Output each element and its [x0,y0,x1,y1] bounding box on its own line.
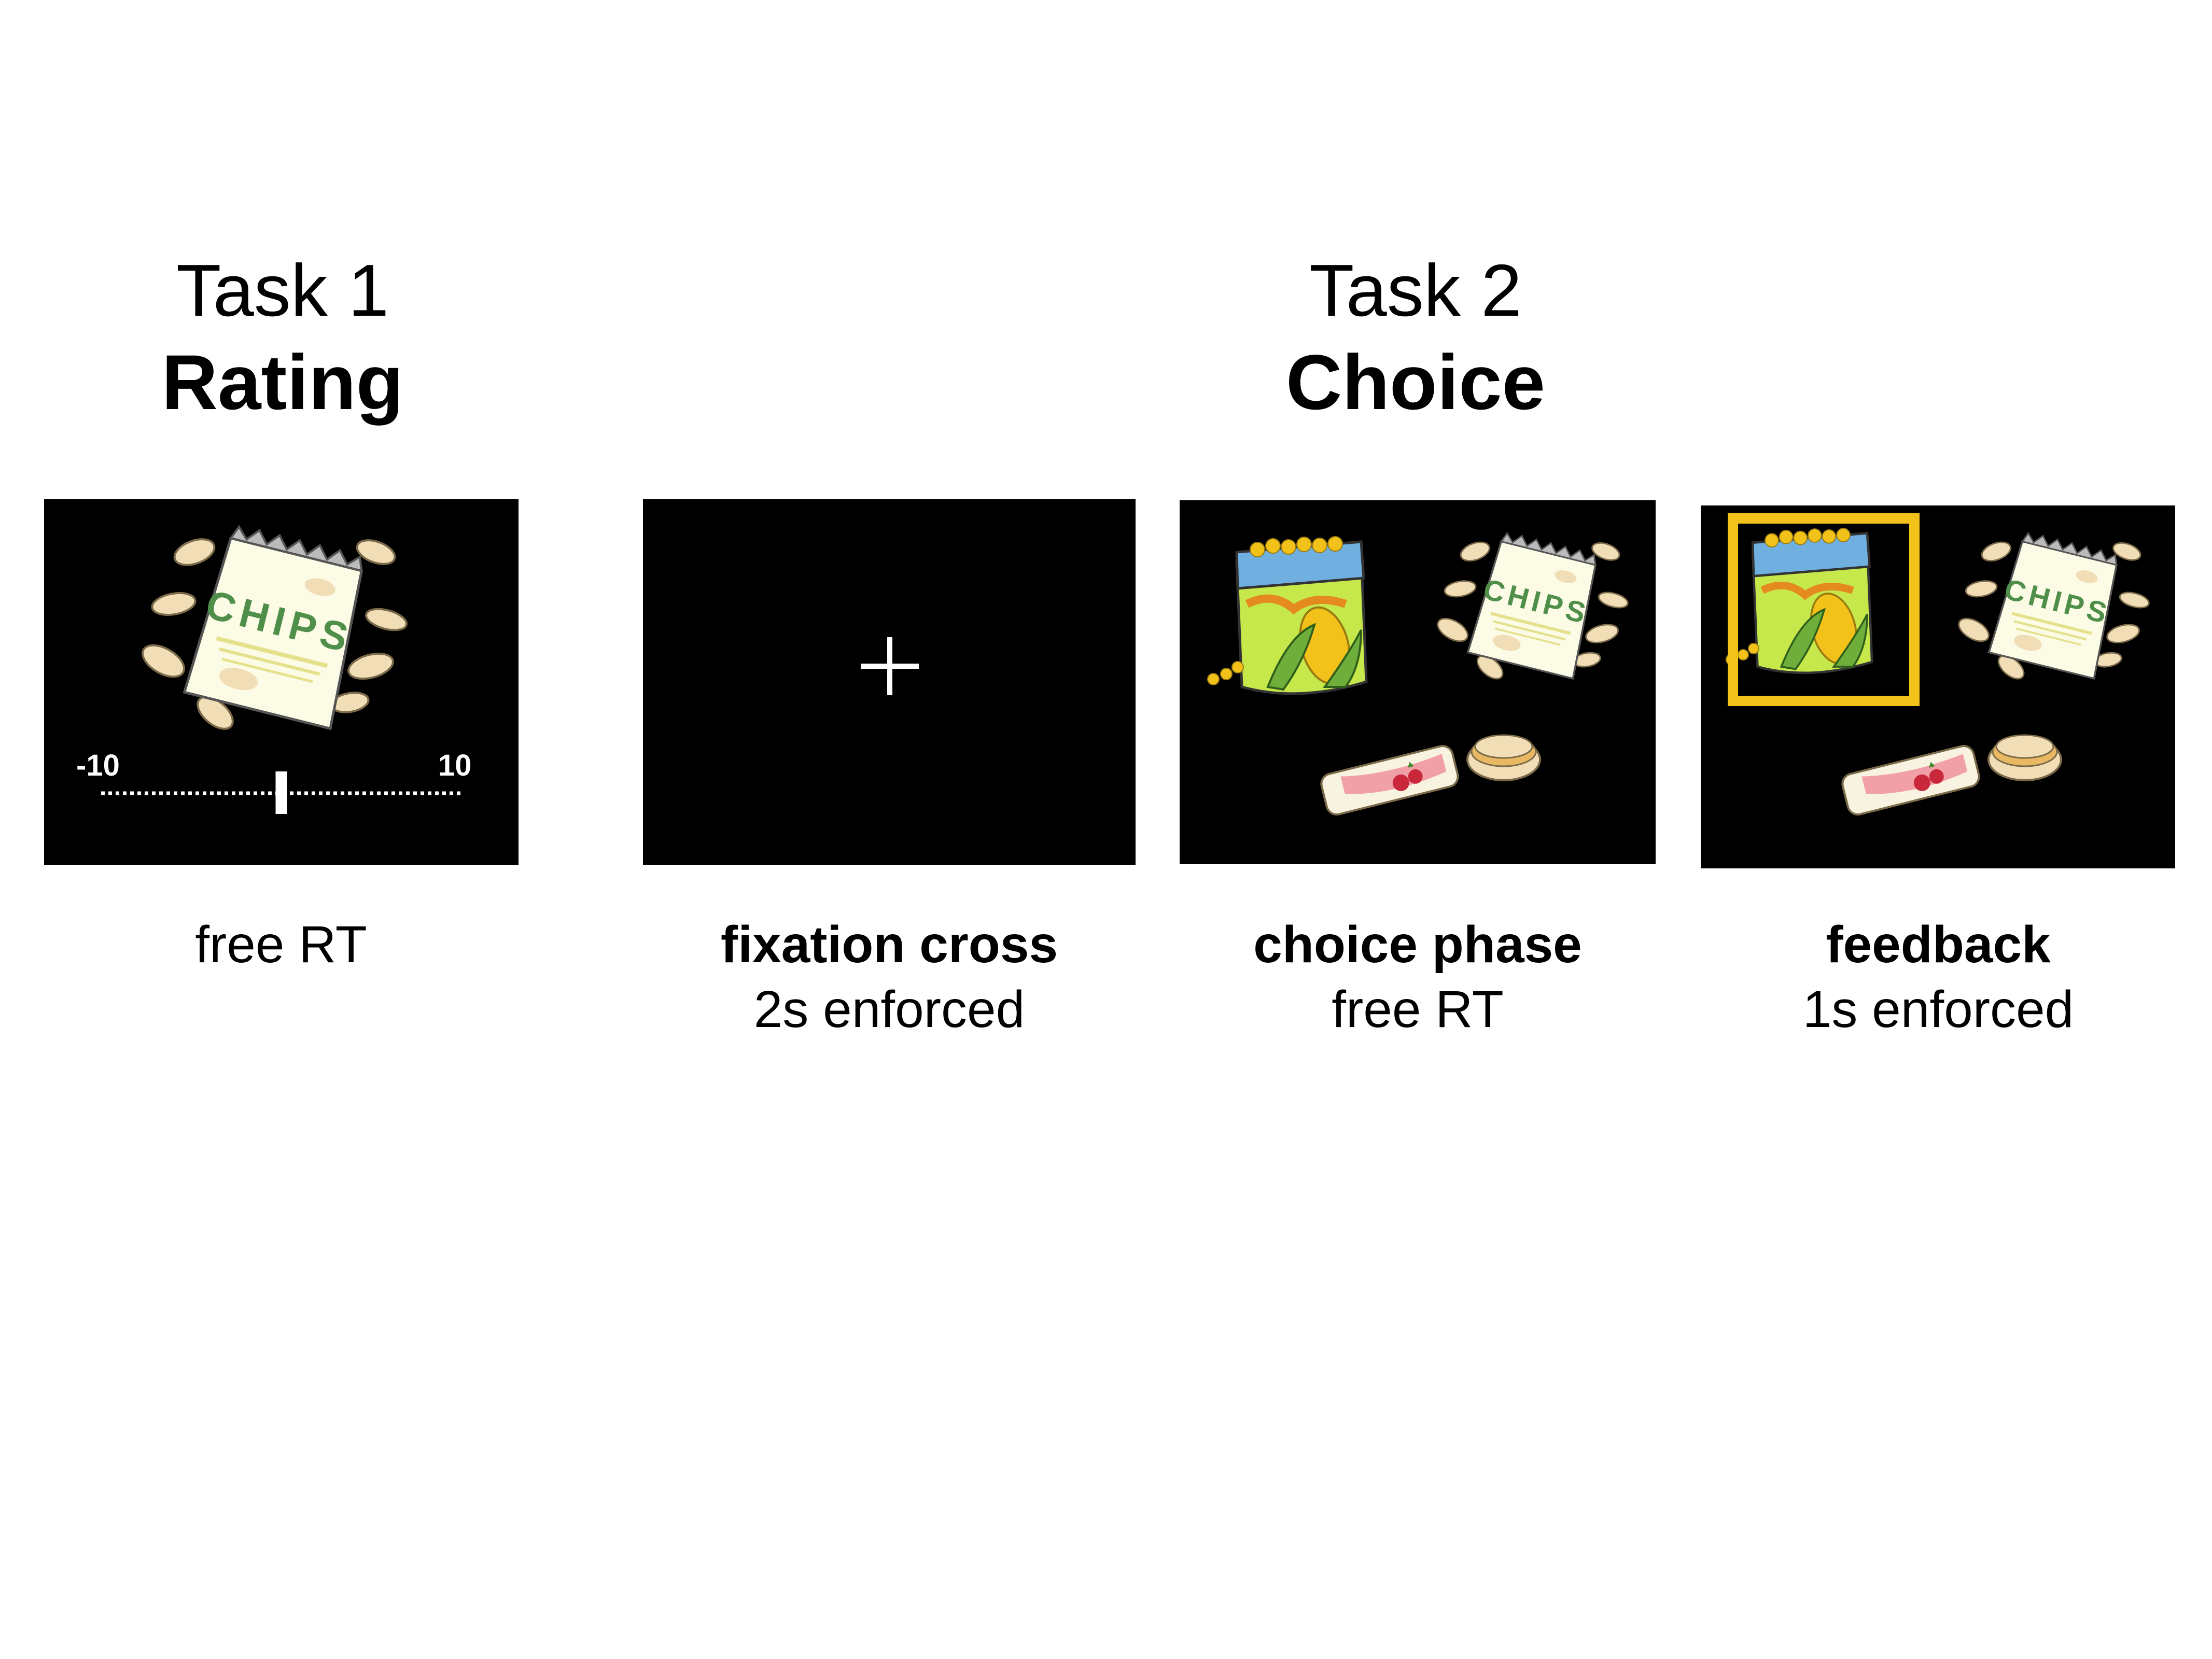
fixation-cross-icon [861,637,919,695]
scale-max-label: 10 [438,749,472,782]
fixation-caption-plain: 2s enforced [753,980,1025,1038]
task1-label: Task 1 [176,249,389,332]
task2-name: Choice [1285,339,1546,426]
fixation-caption-bold: fixation cross [720,916,1058,974]
choice-caption: choice phase free RT [1158,912,1677,1042]
fruit-bar-icon [1839,734,2062,818]
rating-screen: -10 10 [44,499,519,865]
choice-caption-plain: free RT [1332,980,1504,1038]
feedback-screen-art [1701,513,2152,818]
scale-min-label: -10 [76,749,120,782]
rating-caption: free RT [22,912,540,977]
feedback-screen [1701,505,2175,868]
choice-caption-bold: choice phase [1253,916,1582,974]
chips-bag-icon [137,522,409,735]
choice-screen [1180,500,1656,864]
selection-highlight-box [1728,513,1920,706]
task1-name: Rating [161,339,404,426]
corn-snack-bag-icon [1208,537,1366,694]
fruit-bar-icon [1318,734,1541,818]
task1-heading: Task 1 Rating [49,254,516,421]
task2-heading: Task 2 Choice [1182,254,1649,421]
feedback-caption: feedback 1s enforced [1679,912,2197,1042]
fixation-caption: fixation cross 2s enforced [630,912,1149,1042]
rating-caption-plain: free RT [195,916,367,974]
task2-label: Task 2 [1309,249,1522,332]
rating-slider-handle [275,771,287,814]
feedback-caption-plain: 1s enforced [1802,980,2074,1038]
corn-snack-bag-icon [1726,528,1872,673]
chips-bag-icon [1954,529,2152,684]
choice-screen-art [1180,529,1631,818]
chips-bag-icon [1433,529,1631,684]
feedback-caption-bold: feedback [1826,916,2051,974]
rating-screen-art [101,499,461,814]
fixation-screen [643,499,1136,865]
